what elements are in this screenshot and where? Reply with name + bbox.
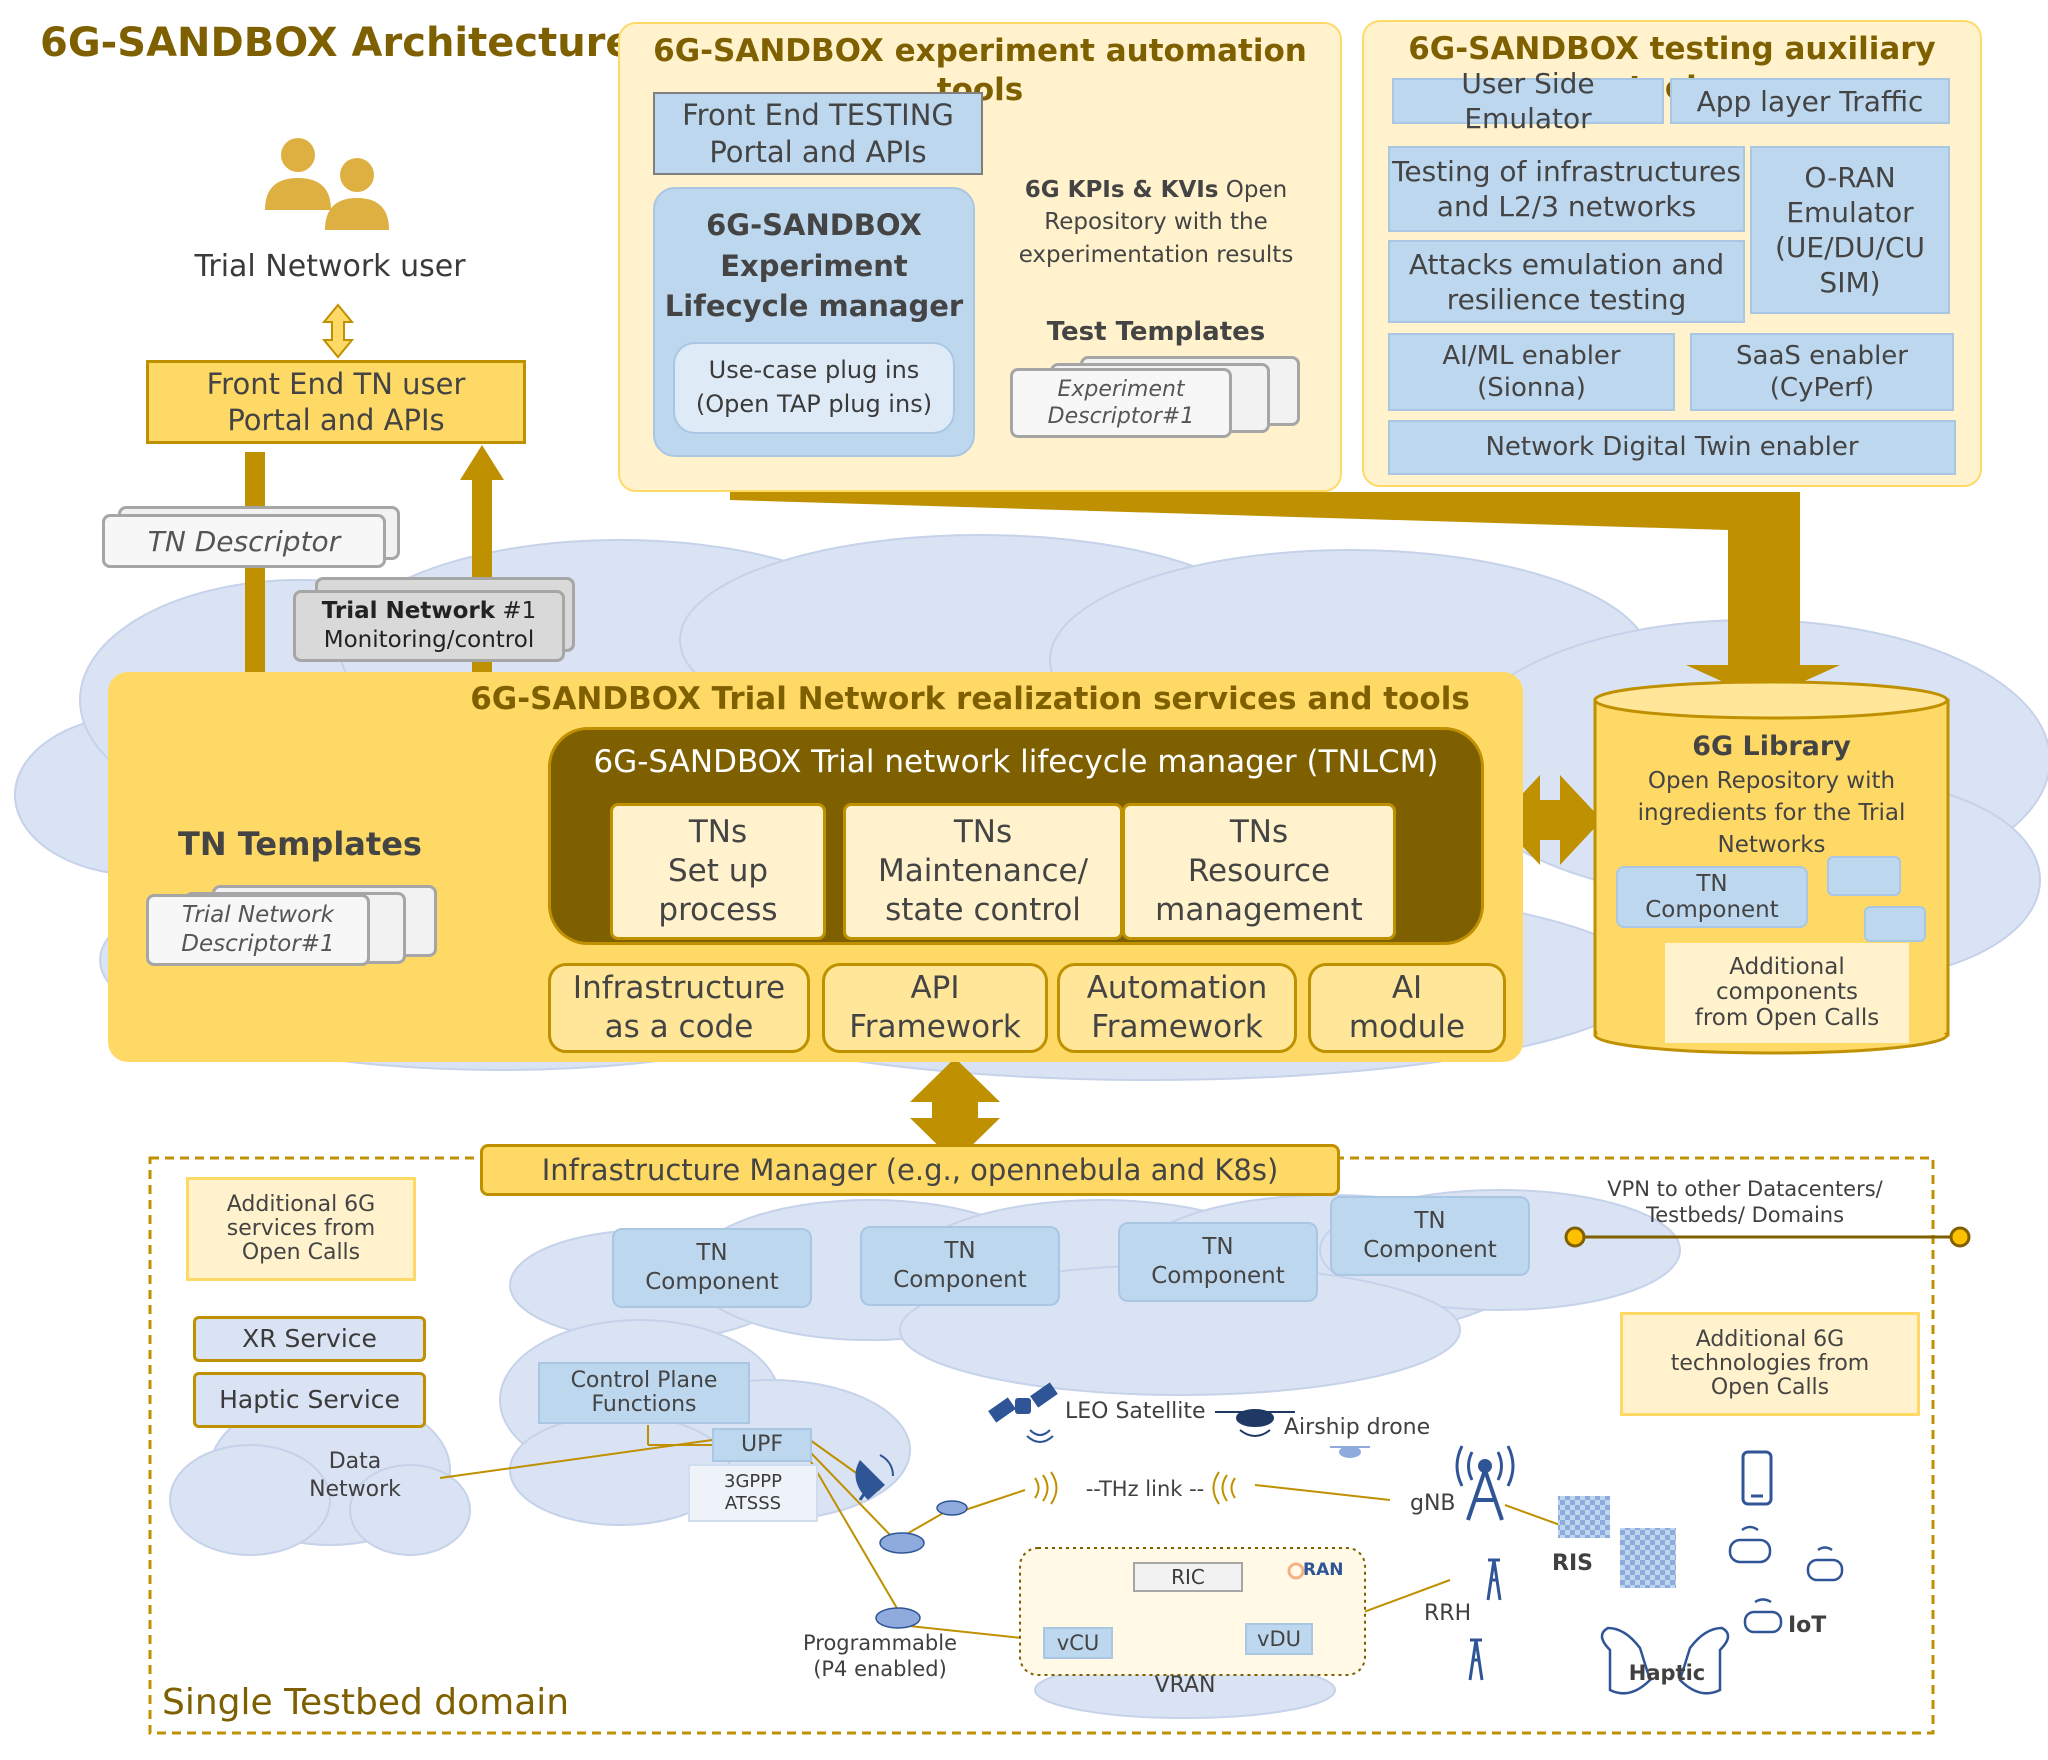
arrow-tnlcm-library	[1498, 775, 1602, 865]
tn-descriptor[interactable]: TN Descriptor	[102, 514, 386, 568]
kpi-bold: 6G KPIs & KVIs	[1024, 177, 1219, 204]
tool-ai-module[interactable]: AI module	[1308, 963, 1506, 1053]
tnlcm-title: 6G-SANDBOX Trial network lifecycle manag…	[593, 744, 1439, 780]
arrow-to-library	[730, 492, 1840, 700]
library-description: Open Repository with ingredients for the…	[1637, 768, 1906, 859]
vcu-box[interactable]: vCU	[1043, 1627, 1113, 1659]
oran-logo-icon	[1287, 1562, 1305, 1580]
data-network-label: Data Network	[309, 1449, 401, 1502]
ris-label: RIS	[1552, 1551, 1593, 1576]
additional-services-note: Additional 6G services from Open Calls	[186, 1177, 416, 1281]
ris-panel-icon	[1558, 1496, 1676, 1588]
haptic-gloves-icon	[1600, 1626, 1730, 1695]
experiment-lifecycle-title: 6G-SANDBOX Experiment Lifecycle manager	[664, 208, 964, 324]
arrow-user	[321, 303, 355, 359]
aux-user-side-emulator[interactable]: User Side Emulator	[1392, 67, 1664, 135]
trial-network-monitoring[interactable]: Trial Network #1 Monitoring/control	[293, 590, 565, 662]
cloud-data-network	[169, 1394, 471, 1556]
trial-network-bold: Trial Network	[321, 598, 496, 625]
trial-network-user-label: Trial Network user	[194, 249, 466, 284]
frontend-tn-box[interactable]: Front End TN user Portal and APIs	[146, 360, 526, 444]
tn-templates-title: TN Templates	[178, 825, 422, 863]
testbed-domain-label: Single Testbed domain	[162, 1682, 570, 1723]
arrow-realization-infra	[910, 1058, 1000, 1162]
trial-network-descriptor[interactable]: Trial Network Descriptor#1	[146, 894, 370, 966]
leo-satellite-icon	[988, 1382, 1058, 1443]
thz-link-label: --THz link --	[1085, 1477, 1205, 1501]
iot-icon	[1728, 1525, 1844, 1634]
testbed-tn-component-1[interactable]: TN Component	[612, 1228, 812, 1308]
vpn-line	[1564, 1226, 1971, 1248]
aux-saas-enabler[interactable]: SaaS enabler (CyPerf)	[1690, 333, 1954, 411]
tnlcm-setup[interactable]: TNs Set up process	[610, 803, 826, 940]
aux-app-layer-traffic[interactable]: App layer Traffic	[1670, 78, 1950, 124]
tnlcm-resource[interactable]: TNs Resource management	[1122, 803, 1396, 940]
upf-box[interactable]: UPF	[712, 1428, 812, 1462]
control-plane-functions[interactable]: Control Plane Functions	[538, 1362, 750, 1424]
usecase-plugins-box[interactable]: Use-case plug ins (Open TAP plug ins)	[673, 342, 955, 434]
atsss-box: 3GPPP ATSSS	[688, 1464, 818, 1522]
aux-testing-infrastructures[interactable]: Testing of infrastructures and L2/3 netw…	[1388, 146, 1745, 232]
experiment-descriptor[interactable]: Experiment Descriptor#1	[1010, 368, 1232, 438]
iot-label: IoT	[1788, 1613, 1827, 1638]
router-icon	[875, 1500, 968, 1629]
kpi-repository: 6G KPIs & KVIs Open Repository with the …	[1010, 142, 1302, 271]
library-component-chip-2	[1864, 906, 1926, 942]
vdu-box[interactable]: vDU	[1245, 1623, 1313, 1655]
library-title: 6G Library	[1692, 731, 1851, 762]
phone-icon	[1741, 1450, 1773, 1506]
tool-infrastructure-as-code[interactable]: Infrastructure as a code	[548, 963, 810, 1053]
infrastructure-manager[interactable]: Infrastructure Manager (e.g., opennebula…	[480, 1144, 1340, 1196]
arrow-up-head	[460, 445, 504, 480]
tnlcm-maintenance[interactable]: TNs Maintenance/ state control	[843, 803, 1123, 940]
aux-network-digital-twin[interactable]: Network Digital Twin enabler	[1388, 420, 1956, 475]
additional-tech-note: Additional 6G technologies from Open Cal…	[1620, 1312, 1920, 1416]
testbed-tn-component-2[interactable]: TN Component	[860, 1226, 1060, 1306]
tool-automation-framework[interactable]: Automation Framework	[1057, 963, 1297, 1053]
user-icon	[265, 138, 389, 230]
vran-label: VRAN	[1154, 1673, 1216, 1698]
airship-drone-label: Airship drone	[1284, 1415, 1431, 1440]
gnb-tower-icon	[1455, 1445, 1515, 1521]
haptic-service[interactable]: Haptic Service	[193, 1372, 426, 1428]
realization-title: 6G-SANDBOX Trial Network realization ser…	[470, 681, 1470, 717]
gnb-label: gNB	[1410, 1491, 1456, 1516]
programmable-label: Programmable (P4 enabled)	[802, 1631, 957, 1682]
testbed-tn-component-4[interactable]: TN Component	[1330, 1196, 1530, 1276]
kpi-rest: Open Repository with the experimentation…	[1018, 177, 1294, 268]
library-component-chip-1	[1827, 856, 1901, 896]
frontend-testing-box[interactable]: Front End TESTING Portal and APIs	[653, 92, 983, 175]
library-tn-component[interactable]: TN Component	[1616, 866, 1808, 928]
aux-ai-ml-enabler[interactable]: AI/ML enabler (Sionna)	[1388, 333, 1675, 411]
haptic-label: Haptic	[1628, 1661, 1706, 1685]
ric-box[interactable]: RIC	[1133, 1562, 1243, 1592]
aux-attacks-emulation[interactable]: Attacks emulation and resilience testing	[1388, 240, 1745, 323]
rrh-label: RRH	[1424, 1601, 1472, 1626]
trial-network-rest: #1 Monitoring/control	[323, 598, 537, 653]
page-title: 6G-SANDBOX Architecture	[40, 20, 633, 66]
satellite-dish-icon	[855, 1454, 894, 1501]
library-additional-note: Additional components from Open Calls	[1665, 943, 1909, 1043]
leo-satellite-label: LEO Satellite	[1065, 1399, 1206, 1424]
aux-oran-emulator[interactable]: O-RAN Emulator (UE/DU/CU SIM)	[1750, 146, 1950, 314]
xr-service[interactable]: XR Service	[193, 1316, 426, 1362]
vpn-label: VPN to other Datacenters/ Testbeds/ Doma…	[1607, 1177, 1883, 1228]
oran-logo-label: RAN	[1303, 1560, 1344, 1580]
testbed-tn-component-3[interactable]: TN Component	[1118, 1222, 1318, 1302]
test-templates-title: Test Templates	[1046, 317, 1266, 347]
airship-drone-icon	[1215, 1409, 1370, 1458]
thz-icons	[1034, 1471, 1236, 1505]
tool-api-framework[interactable]: API Framework	[822, 963, 1048, 1053]
rrh-tower-icon	[1468, 1558, 1502, 1681]
